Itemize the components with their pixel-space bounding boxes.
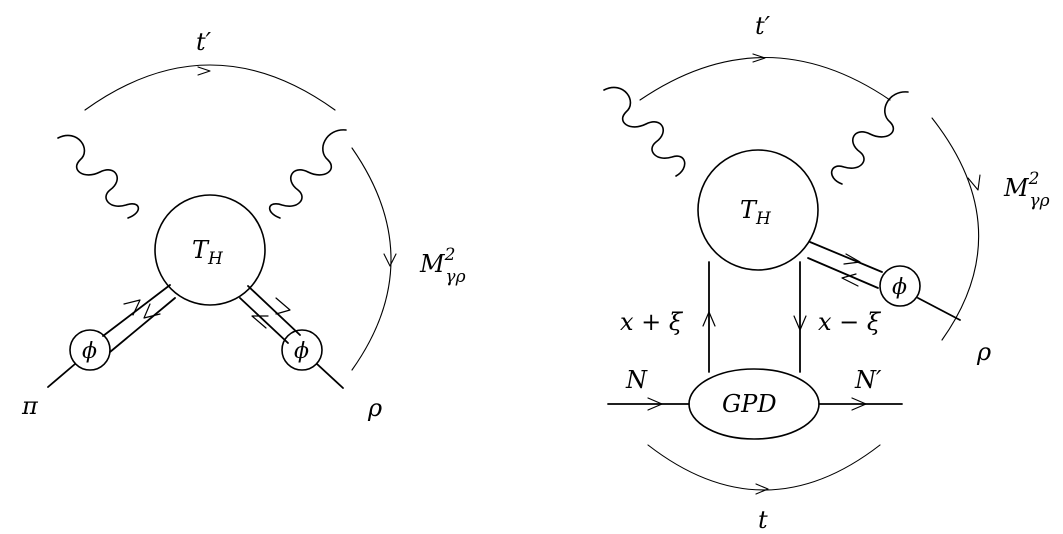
photon-left-2	[603, 86, 686, 177]
rho-da-label-2: ϕ	[892, 275, 907, 300]
nucleon-in-label: N	[625, 366, 648, 394]
photon-left	[57, 134, 140, 219]
rho-line	[316, 363, 344, 389]
rho-quark-arrow-1	[275, 297, 291, 315]
hard-blob-label-2: TH	[740, 196, 772, 229]
t-label: t	[758, 506, 768, 534]
pion-label: π	[21, 392, 39, 420]
rho-label-2: ρ	[976, 338, 991, 366]
rho-quark-line-2a	[809, 241, 883, 273]
rho-quark-arrow-2b	[841, 273, 859, 287]
rho-line-2	[917, 297, 961, 321]
invariant-mass-arrow-2	[967, 174, 981, 191]
quark-arrow-down	[793, 315, 807, 331]
hard-blob	[154, 194, 266, 306]
nucleon-out-label: N′	[854, 366, 882, 394]
pion-line	[47, 363, 76, 388]
t-prime-arrow-2	[752, 53, 766, 63]
t-prime-label: t′	[196, 28, 212, 56]
hard-blob-2	[697, 149, 819, 271]
rho-quark-arrow-2a	[843, 253, 861, 265]
invariant-mass-arc-2	[931, 117, 980, 341]
pion-quark-line-2	[109, 297, 176, 353]
rho-da-circle	[281, 329, 323, 371]
invariant-mass-arc	[351, 147, 392, 371]
gpd-label: GPD	[722, 390, 777, 418]
photon-right	[268, 129, 347, 219]
pion-quark-arrow-up	[123, 299, 141, 316]
photon-right-2	[830, 91, 909, 185]
t-prime-arc	[84, 64, 336, 111]
rho-da-circle-2	[879, 265, 921, 307]
rho-da-label: ϕ	[294, 339, 309, 364]
pion-da-circle	[69, 329, 111, 371]
quark-arrow-up	[702, 311, 716, 327]
t-prime-label-2: t′	[755, 12, 771, 40]
t-arc	[647, 444, 881, 491]
rho-quark-line-2b	[807, 257, 879, 289]
rho-quark-line-1	[247, 285, 301, 336]
quark-left-label: x + ξ	[620, 308, 684, 336]
pion-quark-line-1	[102, 284, 171, 337]
t-prime-arrow	[197, 66, 211, 76]
rho-quark-line-2	[239, 297, 289, 344]
rho-quark-arrow-2	[251, 315, 269, 329]
nucleon-out-arrow	[851, 397, 867, 411]
invariant-mass-arrow	[383, 253, 397, 267]
pion-da-label: ϕ	[82, 339, 97, 364]
rho-label: ρ	[367, 394, 382, 422]
pion-quark-arrow-down	[143, 303, 161, 319]
quark-right-label: x − ξ	[818, 308, 882, 336]
hard-blob-label: TH	[192, 236, 224, 269]
t-prime-arc-2	[639, 57, 891, 101]
nucleon-in-arrow	[647, 397, 663, 411]
t-arrow	[755, 483, 769, 495]
